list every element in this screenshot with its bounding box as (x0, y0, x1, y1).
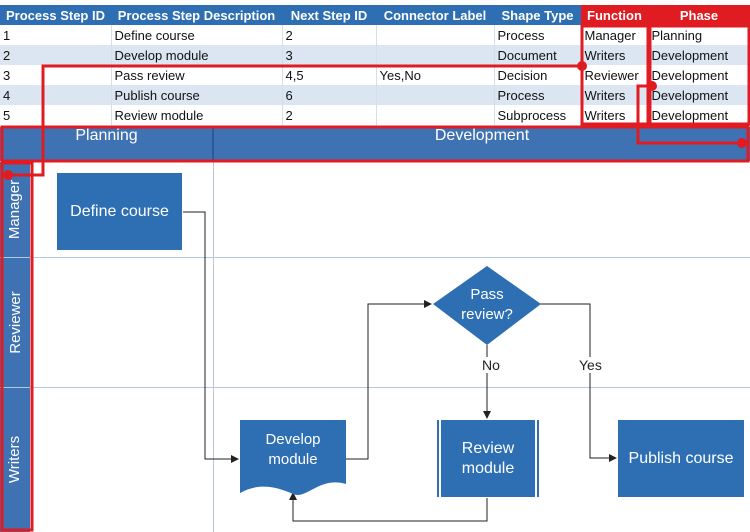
phase-divider (213, 161, 214, 532)
table-row: 4 Publish course 6 Process Writers Devel… (0, 85, 750, 105)
header-function[interactable]: Function (581, 5, 648, 25)
cell-description[interactable]: Review module (111, 105, 283, 125)
shape-review-module[interactable]: Review module (435, 420, 541, 497)
cell-next-step[interactable]: 2 (282, 25, 377, 45)
cell-connector-label[interactable] (376, 25, 495, 45)
cell-connector-label[interactable] (376, 45, 495, 65)
header-shape-type[interactable]: Shape Type (494, 5, 581, 25)
review-module-label-line1: Review (461, 439, 515, 457)
pass-review-label-line2: review? (461, 306, 513, 323)
cell-description[interactable]: Publish course (111, 85, 283, 105)
connector-develop-to-review[interactable] (346, 300, 432, 460)
shape-define-course[interactable]: Define course (57, 173, 182, 250)
shape-pass-review[interactable] (433, 266, 541, 345)
header-next-step-id[interactable]: Next Step ID (282, 5, 376, 25)
cell-connector-label[interactable] (376, 85, 495, 105)
connectors (183, 211, 617, 522)
process-table: Process Step ID Process Step Description… (0, 5, 750, 125)
header-process-step-description[interactable]: Process Step Description (111, 5, 282, 25)
cell-shape-type[interactable]: Document (494, 45, 582, 65)
cell-shape-type[interactable]: Subprocess (494, 105, 582, 125)
cell-step-id[interactable]: 3 (0, 65, 112, 85)
cell-step-id[interactable]: 4 (0, 85, 112, 105)
develop-module-label-line1: Develop (265, 431, 321, 448)
cell-phase[interactable]: Development (648, 65, 750, 85)
cell-shape-type[interactable]: Process (494, 85, 582, 105)
connector-review-yes[interactable] (540, 303, 617, 462)
connector-review-module-to-develop[interactable] (289, 492, 488, 522)
cell-shape-type[interactable]: Process (494, 25, 582, 45)
table-row: 5 Review module 2 Subprocess Writers Dev… (0, 105, 750, 125)
cell-function[interactable]: Writers (581, 45, 649, 65)
cell-next-step[interactable]: 3 (282, 45, 377, 65)
table-row: 3 Pass review 4,5 Yes,No Decision Review… (0, 65, 750, 85)
cell-description[interactable]: Develop module (111, 45, 283, 65)
cell-description[interactable]: Pass review (111, 65, 283, 85)
header-phase[interactable]: Phase (648, 5, 750, 25)
cell-step-id[interactable]: 1 (0, 25, 112, 45)
connector-label-no: No (480, 357, 502, 373)
cell-function[interactable]: Manager (581, 25, 649, 45)
cell-phase[interactable]: Development (648, 85, 750, 105)
shape-publish-course[interactable]: Publish course (618, 420, 744, 497)
cell-step-id[interactable]: 5 (0, 105, 112, 125)
cross-functional-flowchart: Planning Development Manager Reviewer Wr… (0, 125, 750, 532)
lane-divider (0, 387, 750, 388)
cell-description[interactable]: Define course (111, 25, 283, 45)
cell-phase[interactable]: Planning (648, 25, 750, 45)
pass-review-label-line1: Pass (470, 286, 504, 303)
pass-review-label: Pass review? (442, 285, 532, 325)
cell-function[interactable]: Reviewer (581, 65, 649, 85)
table-row: 2 Develop module 3 Document Writers Deve… (0, 45, 750, 65)
review-module-label-line2: module (461, 459, 515, 477)
cell-next-step[interactable]: 4,5 (282, 65, 377, 85)
header-process-step-id[interactable]: Process Step ID (0, 5, 111, 25)
table-row: 1 Define course 2 Process Manager Planni… (0, 25, 750, 45)
develop-module-label: Develop module (248, 430, 338, 470)
cell-connector-label[interactable]: Yes,No (376, 65, 495, 85)
table-header-row: Process Step ID Process Step Description… (0, 5, 750, 25)
cell-next-step[interactable]: 2 (282, 105, 377, 125)
shape-develop-module[interactable] (240, 420, 346, 495)
cell-function[interactable]: Writers (581, 105, 649, 125)
develop-module-label-line2: module (268, 451, 318, 468)
cell-phase[interactable]: Development (648, 45, 750, 65)
cell-function[interactable]: Writers (581, 85, 649, 105)
cell-next-step[interactable]: 6 (282, 85, 377, 105)
lane-divider (0, 257, 750, 258)
cell-phase[interactable]: Development (648, 105, 750, 125)
connector-define-to-develop[interactable] (183, 211, 239, 463)
cell-shape-type[interactable]: Decision (494, 65, 582, 85)
connector-label-yes: Yes (577, 357, 604, 373)
cell-connector-label[interactable] (376, 105, 495, 125)
cell-step-id[interactable]: 2 (0, 45, 112, 65)
header-connector-label[interactable]: Connector Label (376, 5, 494, 25)
